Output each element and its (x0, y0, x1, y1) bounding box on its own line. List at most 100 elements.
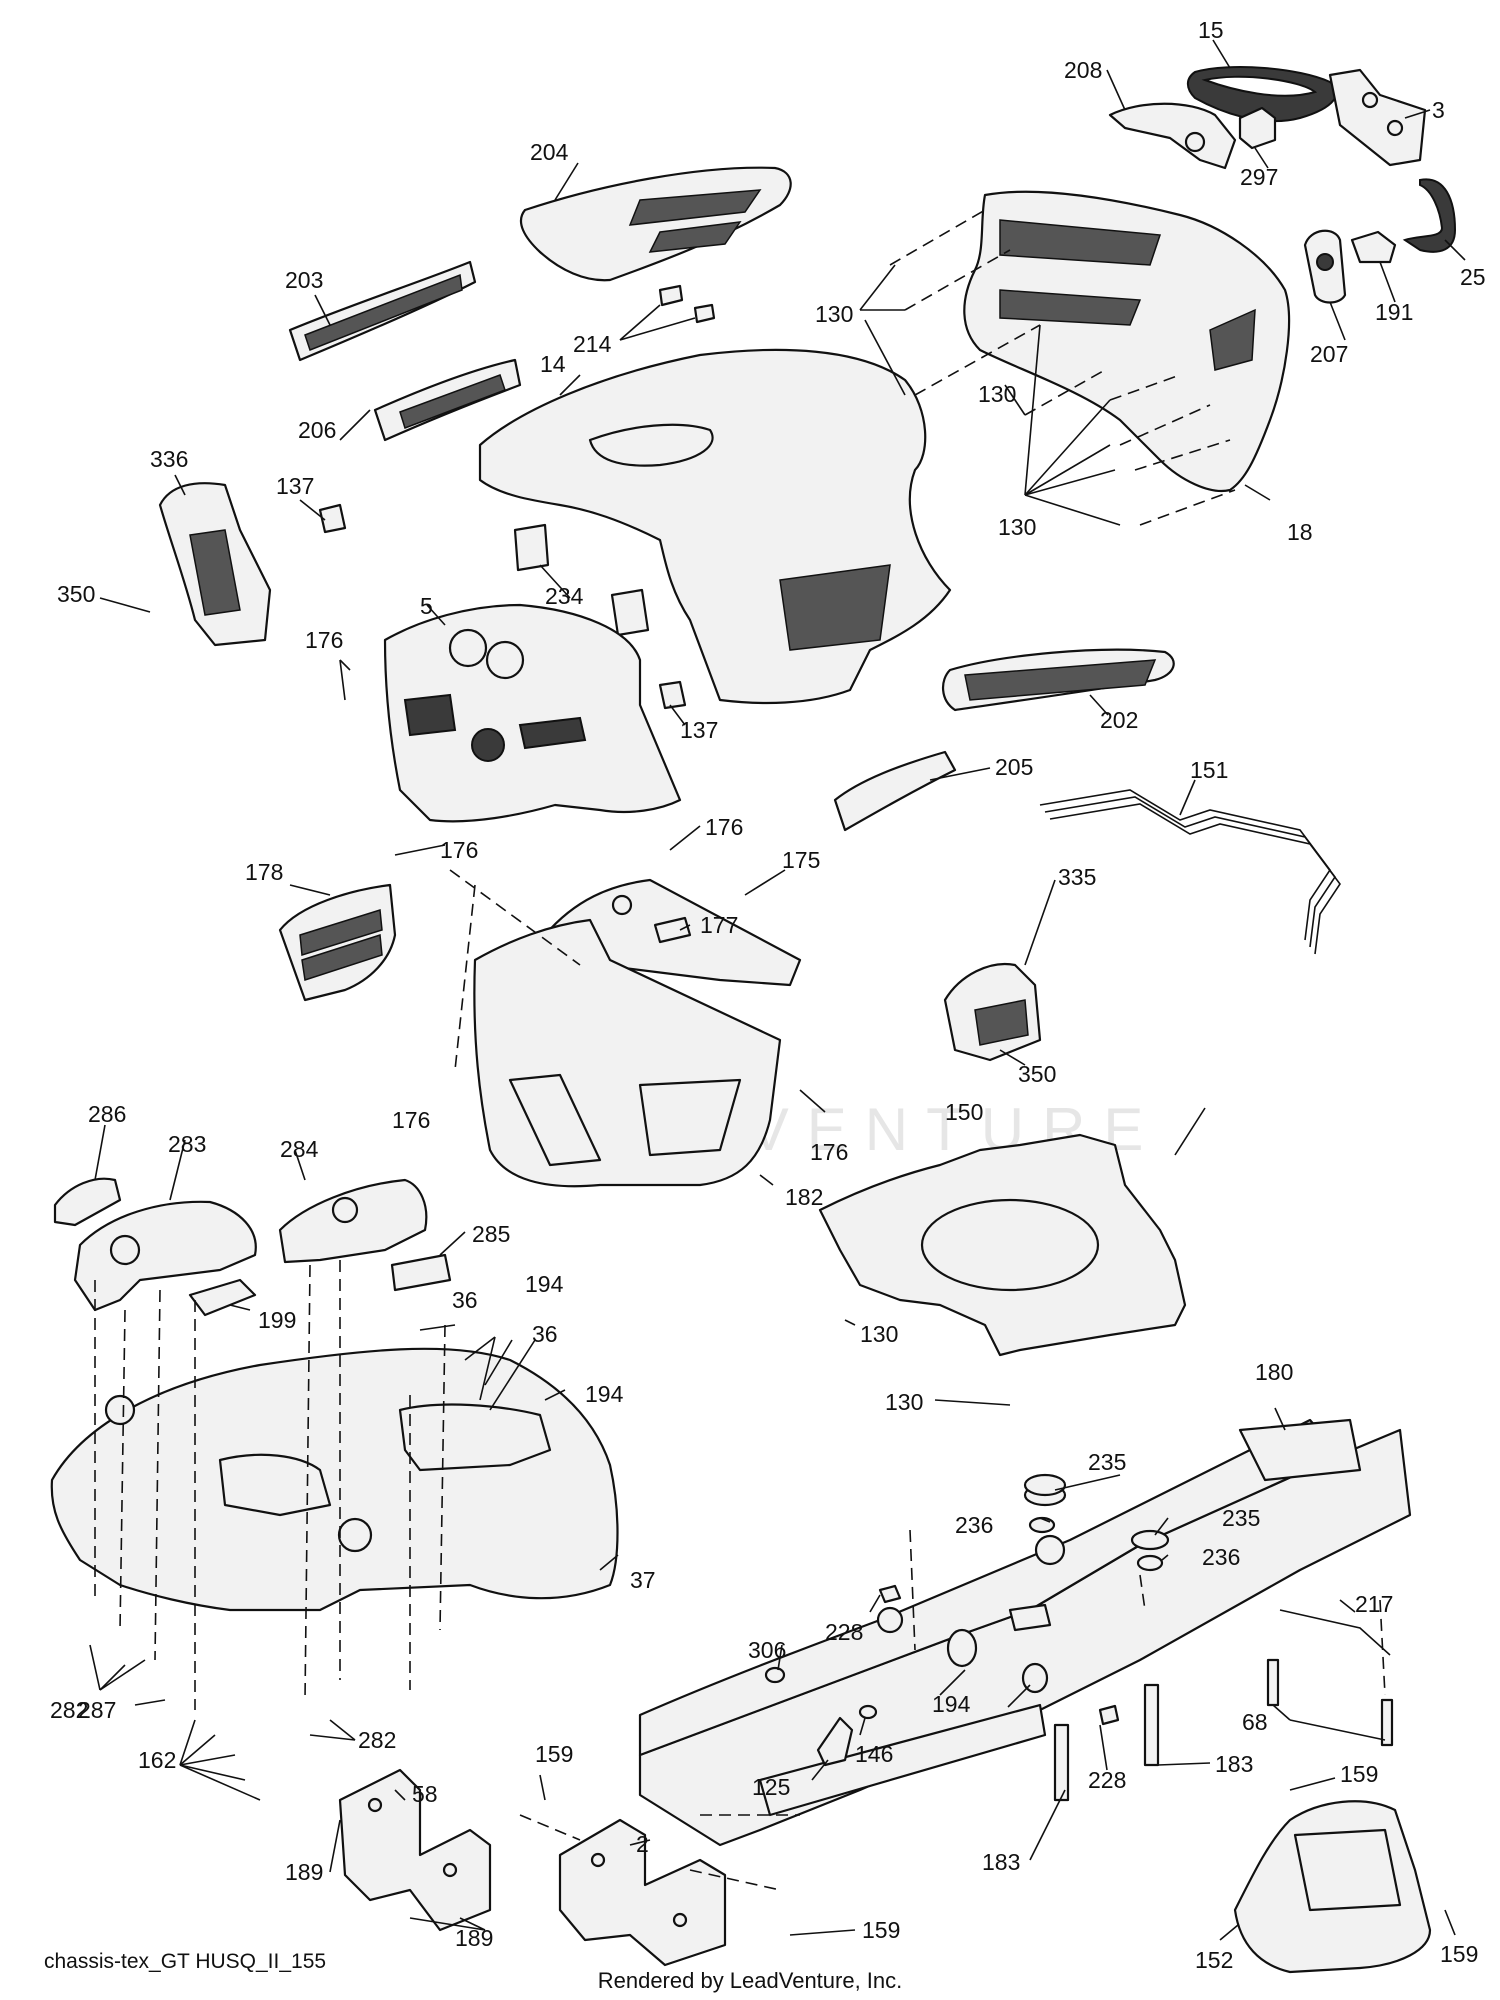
part-235-bushing-b (1130, 1529, 1170, 1551)
part-137-clip-a (318, 503, 347, 534)
part-125-clip (816, 1716, 854, 1767)
part-297-bumper (1238, 106, 1277, 150)
callout-183-a: 183 (1215, 1751, 1253, 1777)
part-203-grille (288, 260, 477, 362)
callout-176-b: 176 (705, 814, 743, 840)
callout-199: 199 (258, 1307, 296, 1333)
callout-236-b: 236 (1202, 1544, 1240, 1570)
part-204-hood-insert (519, 166, 792, 282)
callout-235-a: 235 (1088, 1449, 1126, 1475)
callout-236-a: 236 (955, 1512, 993, 1538)
part-152-baffle (1233, 1800, 1432, 1974)
callout-228-a: 228 (825, 1619, 863, 1645)
callout-130-c: 130 (998, 514, 1036, 540)
part-183-bolt-b (1143, 1683, 1160, 1767)
callout-175: 175 (782, 847, 820, 873)
part-217-rod (1279, 1609, 1391, 1656)
part-5-dash (383, 603, 682, 823)
callout-202: 202 (1100, 707, 1138, 733)
callout-180: 180 (1255, 1359, 1293, 1385)
callout-159-c: 159 (862, 1917, 900, 1943)
callout-336: 336 (150, 446, 188, 472)
callout-159-b: 159 (1340, 1761, 1378, 1787)
callout-36-a: 36 (452, 1287, 478, 1313)
callout-2: 2 (636, 1831, 649, 1857)
part-284-fender-right (278, 1178, 428, 1264)
part-177-connector (653, 916, 692, 944)
part-206-vent (373, 358, 522, 442)
callout-283: 283 (168, 1131, 206, 1157)
part-178-grille-panel (278, 883, 397, 1002)
callout-3: 3 (1432, 97, 1445, 123)
part-283-fender-left (73, 1200, 257, 1312)
part-208-bracket (1108, 102, 1237, 170)
callout-176-d: 176 (392, 1107, 430, 1133)
callout-228-b: 228 (1088, 1767, 1126, 1793)
callout-335: 335 (1058, 864, 1096, 890)
part-228-bolt-b (1098, 1704, 1120, 1726)
callout-146: 146 (855, 1741, 893, 1767)
callout-191: 191 (1375, 299, 1413, 325)
part-18-front-bumper (963, 190, 1291, 493)
callout-182: 182 (785, 1184, 823, 1210)
part-183-bolt-a (1053, 1723, 1070, 1802)
part-214-clips (658, 284, 716, 324)
part-146-bolt (858, 1704, 878, 1720)
part-182-pedestal (473, 918, 782, 1188)
part-236-washer-a (1028, 1516, 1056, 1534)
callout-37: 37 (630, 1567, 656, 1593)
callout-159-d: 159 (1440, 1941, 1478, 1967)
callout-203: 203 (285, 267, 323, 293)
callout-204: 204 (530, 139, 569, 165)
callout-282-a: 282 (50, 1697, 88, 1723)
callout-207: 207 (1310, 341, 1348, 367)
part-151-bracket (1039, 789, 1341, 955)
callout-5: 5 (420, 593, 433, 619)
part-14-hood (478, 348, 952, 705)
callout-176-a: 176 (305, 627, 343, 653)
part-234-strips (513, 523, 650, 637)
part-150-floor-pan (818, 1133, 1187, 1357)
part-2-bracket (558, 1818, 727, 1967)
callout-137-b: 137 (680, 717, 718, 743)
part-286-cap (53, 1177, 122, 1227)
callout-282-b: 282 (358, 1727, 396, 1753)
callout-162: 162 (138, 1747, 176, 1773)
callout-189-b: 189 (455, 1925, 493, 1951)
part-202-grille (942, 648, 1175, 712)
part-25-seal (1402, 178, 1457, 253)
credit-label: Rendered by LeadVenture, Inc. (597, 1968, 903, 1993)
callout-152: 152 (1195, 1947, 1233, 1973)
callout-176-c: 176 (440, 837, 478, 863)
part-15-seal (1186, 66, 1338, 123)
callout-178: 178 (245, 859, 283, 885)
callout-125: 125 (752, 1774, 790, 1800)
callout-194-a: 194 (525, 1271, 564, 1297)
part-68-bolts (1266, 1658, 1394, 1747)
callout-284: 284 (280, 1136, 319, 1162)
part-137-clip-b (658, 680, 687, 710)
callout-177: 177 (700, 912, 738, 938)
callout-130-e: 130 (885, 1389, 923, 1415)
callout-130-b: 130 (978, 381, 1016, 407)
callout-350-b: 350 (1018, 1061, 1056, 1087)
part-336-side-panel (158, 482, 272, 647)
callout-130-d: 130 (860, 1321, 898, 1347)
part-285-bezel (390, 1253, 452, 1292)
callout-205: 205 (995, 754, 1033, 780)
callout-297: 297 (1240, 164, 1278, 190)
callout-68: 68 (1242, 1709, 1268, 1735)
part-306-nut (764, 1666, 786, 1684)
callout-25: 25 (1460, 264, 1486, 290)
callout-286: 286 (88, 1101, 126, 1127)
part-58-bracket (338, 1768, 492, 1932)
callout-189-a: 189 (285, 1859, 323, 1885)
callout-183-b: 183 (982, 1849, 1020, 1875)
part-236-washer-b (1136, 1554, 1164, 1572)
callout-287: 287 (78, 1697, 116, 1723)
callout-206: 206 (298, 417, 336, 443)
callout-36-b: 36 (532, 1321, 558, 1347)
part-37-fender-deck (50, 1347, 619, 1612)
callout-137-a: 137 (276, 473, 314, 499)
